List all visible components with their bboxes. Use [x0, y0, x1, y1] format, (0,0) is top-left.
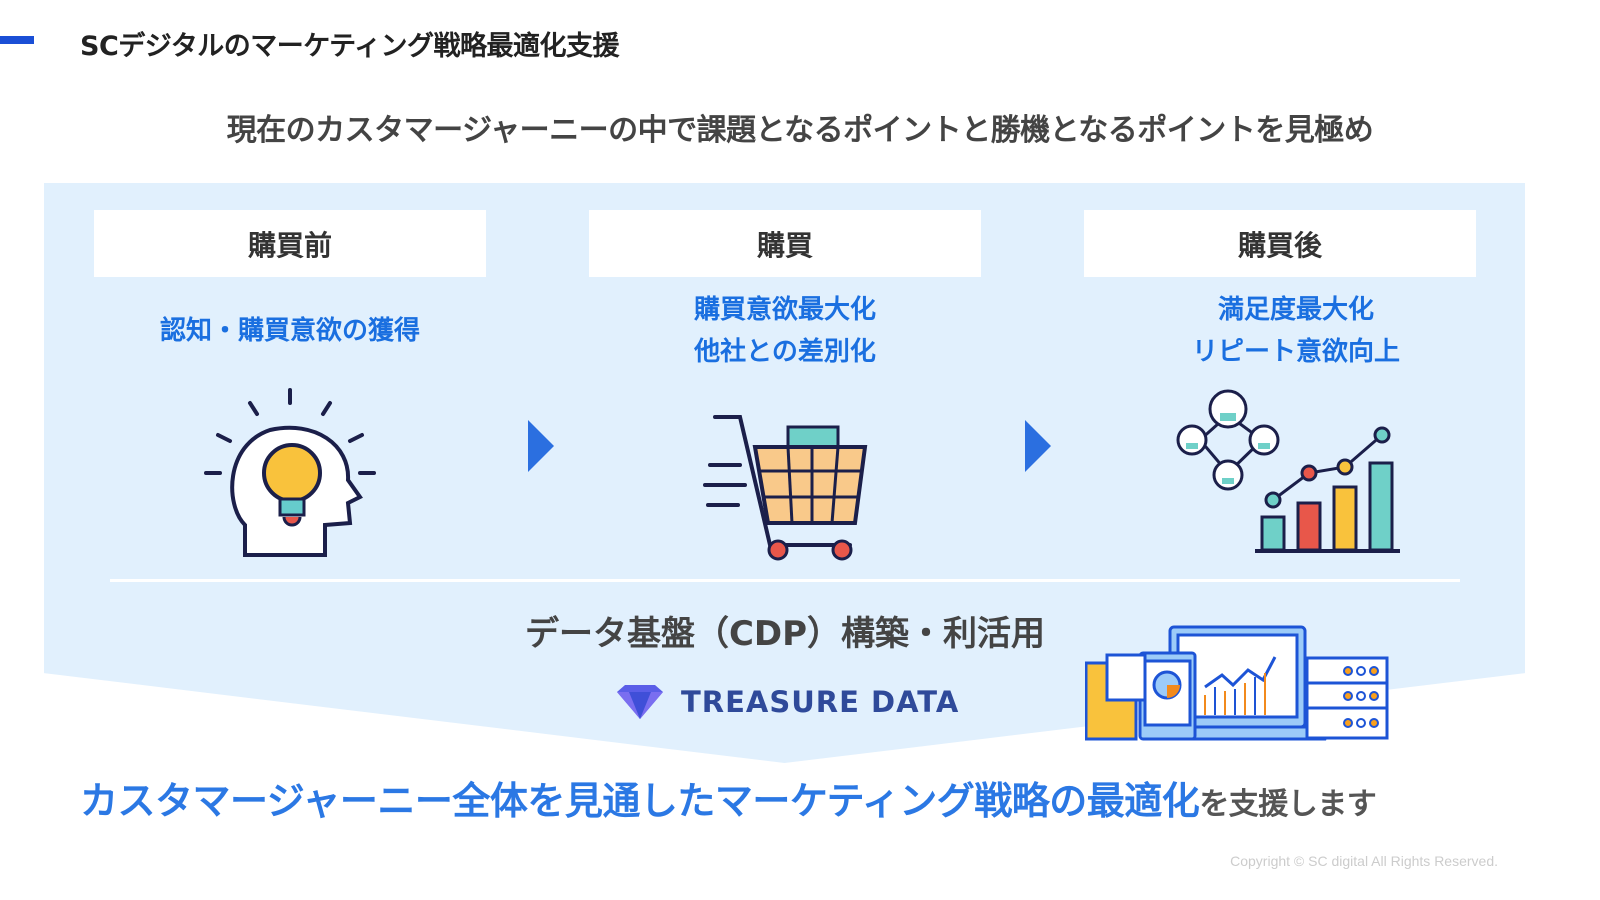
copyright: Copyright © SC digital All Rights Reserv…	[1230, 853, 1498, 869]
goal-line: 満足度最大化	[1217, 295, 1374, 325]
data-devices-icon	[1085, 625, 1389, 741]
conclusion-highlight: カスタマージャーニー全体を見通したマーケティング戦略の最適化	[80, 779, 1200, 823]
lightbulb-head-icon	[204, 388, 376, 557]
accent-bar	[0, 36, 34, 44]
goal-pre-purchase: 認知・購買意欲の獲得	[94, 310, 486, 352]
goal-post-purchase: 満足度最大化リピート意欲向上	[1100, 289, 1492, 373]
goal-purchase: 購買意欲最大化他社との差別化	[589, 289, 981, 373]
conclusion-tail: を支援します	[1199, 787, 1377, 822]
goal-line: 購買意欲最大化	[693, 295, 876, 325]
foundation-title: データ基盤（CDP）構築・利活用	[524, 614, 1046, 654]
treasure-data-text: TREASURE DATA	[681, 685, 960, 719]
conclusion: カスタマージャーニー全体を見通したマーケティング戦略の最適化を支援します	[80, 770, 1377, 825]
slide-subtitle: 現在のカスタマージャーニーの中で課題となるポイントと勝機となるポイントを見極め	[226, 113, 1374, 148]
goal-line: 他社との差別化	[694, 337, 876, 367]
shopping-cart-icon	[703, 415, 868, 561]
arrow-right-icon	[1025, 420, 1051, 472]
arrow-right-icon	[528, 420, 554, 472]
network-growth-chart-icon	[1176, 389, 1400, 553]
goal-line: リピート意欲向上	[1191, 337, 1400, 367]
divider	[110, 579, 1460, 582]
slide-title: SCデジタルのマーケティング戦略最適化支援	[80, 31, 620, 62]
treasure-data-logo: TREASURE DATA	[615, 684, 959, 720]
stage-pre-purchase: 購買前	[94, 210, 486, 277]
stage-purchase: 購買	[589, 210, 981, 277]
diamond-icon	[617, 685, 663, 719]
stage-post-purchase: 購買後	[1084, 210, 1476, 277]
goal-line: 認知・購買意欲の獲得	[159, 316, 420, 346]
